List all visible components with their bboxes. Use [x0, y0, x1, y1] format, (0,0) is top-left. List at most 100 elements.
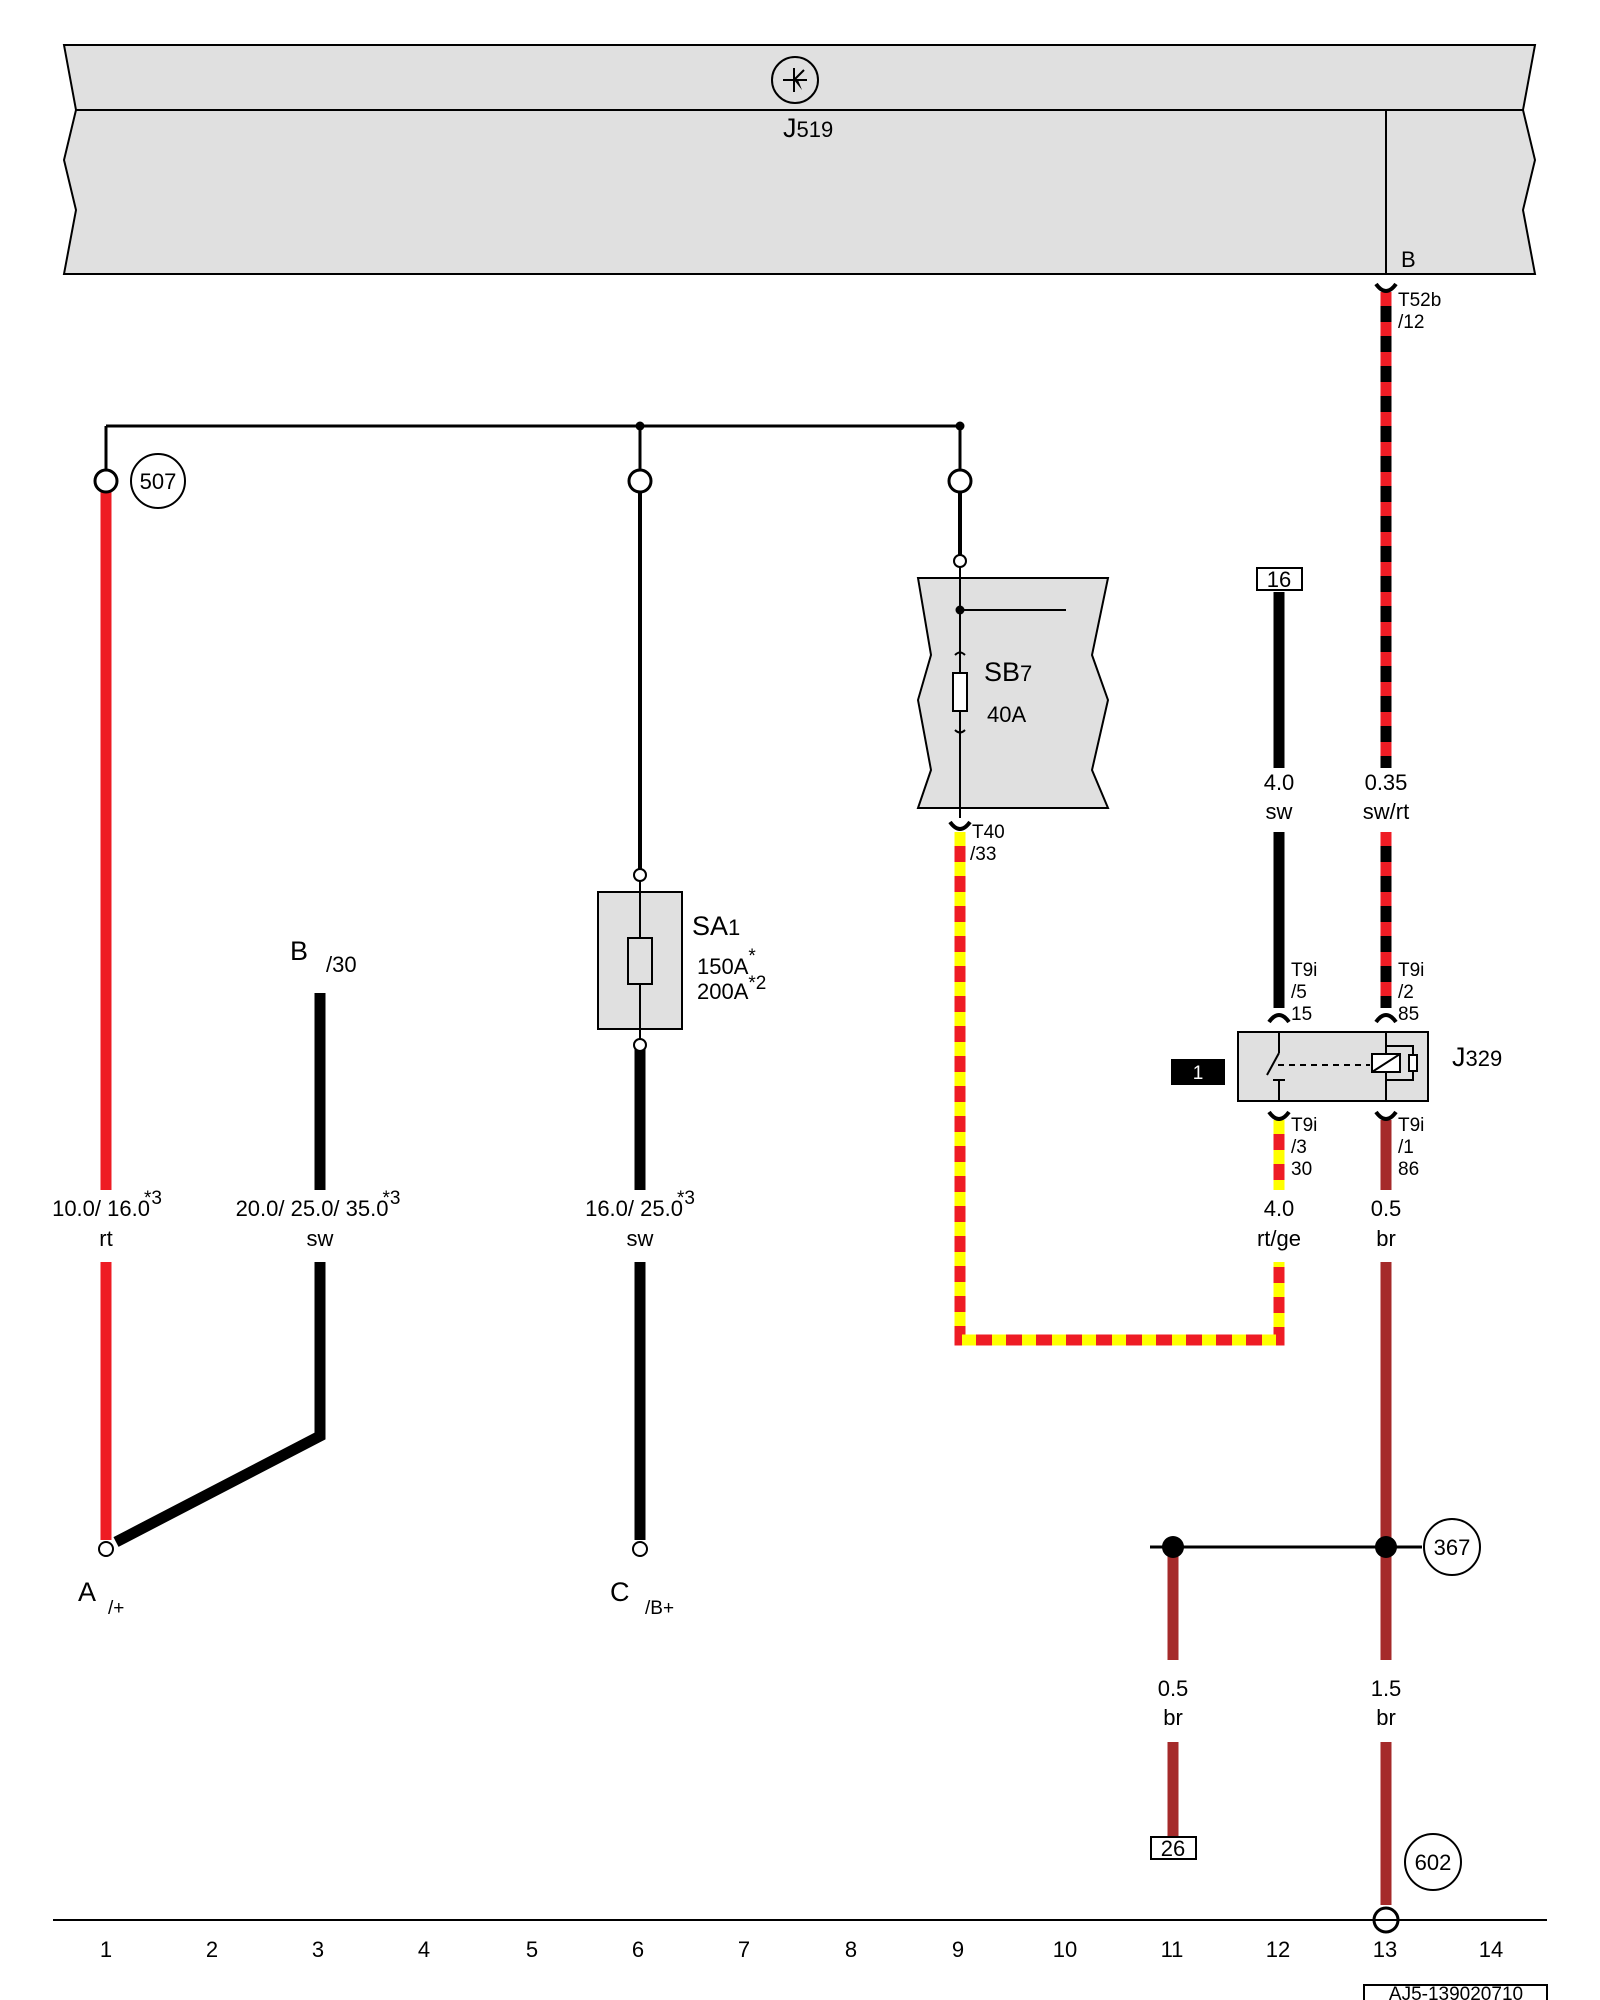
terminal-c-letter: C: [610, 1577, 630, 1607]
svg-text:16: 16: [1267, 567, 1291, 592]
t9i-86-label: T9i: [1398, 1115, 1424, 1136]
ruler-col-8: 8: [845, 1937, 857, 1962]
j329-letter: J: [1452, 1042, 1466, 1072]
sa1-letter: SA: [692, 911, 728, 941]
terminal-b-sub: /30: [326, 952, 357, 977]
ruler-col-6: 6: [632, 1937, 644, 1962]
sa1-rating2: 200A*2: [697, 973, 766, 1004]
wire-col13-bot-size: 1.5: [1371, 1676, 1402, 1701]
wire-col3-size: 20.0/ 25.0/ 35.0*3: [236, 1188, 401, 1221]
wire-col11-color: br: [1163, 1705, 1183, 1730]
wire-col13-top-color: sw/rt: [1363, 799, 1409, 824]
reference-markers: 507 367 602 16 26 1: [130, 453, 1481, 1891]
ref-circle-507: 507: [130, 453, 186, 509]
t9i-15-terminal: 15: [1291, 1004, 1312, 1025]
fuse-icon: [627, 937, 653, 985]
sb7-sub: 7: [1020, 661, 1032, 686]
connector-arc: [1267, 1013, 1291, 1024]
t52b-pin: /12: [1398, 312, 1424, 333]
t9i-30-label: T9i: [1291, 1115, 1317, 1136]
t9i-30-terminal: 30: [1291, 1159, 1312, 1180]
ref-box-16: 16: [1256, 567, 1303, 592]
sa1-fuse: SA1 150A* 200A*2: [597, 868, 766, 1052]
t9i-86-terminal: 86: [1398, 1159, 1419, 1180]
j329-label: J329: [1452, 1042, 1502, 1072]
wire-col13-bot-color: br: [1376, 1705, 1396, 1730]
wire-col12-top-size: 4.0: [1264, 770, 1295, 795]
wire-labels: 10.0/ 16.0*3 rt 20.0/ 25.0/ 35.0*3 sw 16…: [52, 770, 1409, 1730]
pin-connectors: [948, 282, 1398, 1121]
ruler-col-13: 13: [1373, 1937, 1397, 1962]
sa1-sub: 1: [728, 915, 740, 940]
junction-dot: [1375, 1536, 1397, 1558]
bus-terminals: [93, 468, 973, 494]
wire-col12-bot-color: rt/ge: [1257, 1226, 1301, 1251]
terminal-a-sub: /+: [108, 1598, 124, 1619]
document-id: AJ5-139020710: [1363, 1984, 1548, 2000]
t52b-label: T52b: [1398, 290, 1441, 311]
sa1-rating1: 150A*: [697, 946, 756, 979]
wire-col6-size: 16.0/ 25.0*3: [585, 1188, 695, 1221]
ruler-col-10: 10: [1053, 1937, 1077, 1962]
j519-control-module: J519 B: [62, 44, 1537, 275]
ruler-col-2: 2: [206, 1937, 218, 1962]
wire-col11-size: 0.5: [1158, 1676, 1189, 1701]
bus-terminal-col6: [627, 468, 653, 494]
wire-col11-brown: [1150, 1536, 1422, 1836]
electronic-module-icon: [771, 56, 819, 104]
wire-col12-bot-size: 4.0: [1264, 1196, 1295, 1221]
ruler-col-11: 11: [1161, 1937, 1184, 1962]
svg-text:602: 602: [1415, 1850, 1452, 1875]
terminal-points: A /+ B /30 C /B+: [78, 936, 1400, 1934]
j519-label: J519: [783, 113, 833, 143]
wire-col3-black: [113, 993, 326, 1547]
wire-col13-mid-color: br: [1376, 1226, 1396, 1251]
t40-pin: /33: [970, 844, 996, 865]
sb7-rating: 40A: [987, 702, 1026, 727]
wire-col1-color: rt: [99, 1226, 112, 1251]
ruler-col-3: 3: [312, 1937, 324, 1962]
svg-text:507: 507: [140, 469, 177, 494]
document-id-text: AJ5-139020710: [1389, 1984, 1523, 2000]
sb7-fuse-holder: SB7 40A: [916, 554, 1110, 818]
t9i-85-terminal: 85: [1398, 1004, 1419, 1025]
j519-sub: 519: [797, 117, 834, 142]
ruler-col-9: 9: [952, 1937, 964, 1962]
j329-relay: J329: [1237, 1031, 1502, 1102]
wire-col3-color: sw: [307, 1226, 334, 1251]
connector-labels: T52b /12 T40 /33 T9i /5 15 T9i /2 85 T9i…: [970, 290, 1441, 1180]
wire-col12-top-color: sw: [1266, 799, 1293, 824]
sb7-label: SB7: [984, 657, 1032, 687]
j519-letter: J: [783, 113, 797, 143]
bus-terminal-col9: [947, 468, 973, 494]
wire-col13-mid-size: 0.5: [1371, 1196, 1402, 1221]
column-ruler: 1 2 3 4 5 6 7 8 9 10 11 12 13 14: [53, 1919, 1547, 1962]
connector-arc: [1374, 282, 1398, 293]
wire-col1-size: 10.0/ 16.0*3: [52, 1188, 162, 1221]
bus-terminal-col1: [93, 468, 119, 494]
switch-contact-icon: [1266, 1052, 1280, 1076]
t9i-30-pin: /3: [1291, 1137, 1307, 1158]
t9i-85-label: T9i: [1398, 960, 1424, 981]
connector-arc: [1374, 1013, 1398, 1024]
wire-col13-top-size: 0.35: [1365, 770, 1408, 795]
sa1-label: SA1: [692, 911, 740, 941]
terminal-a-letter: A: [78, 1577, 96, 1607]
terminal-c-sub: /B+: [645, 1598, 674, 1619]
t9i-15-label: T9i: [1291, 960, 1317, 981]
terminal-c-point: [632, 1541, 648, 1557]
ruler-col-7: 7: [738, 1937, 750, 1962]
relay-coil-icon: [1371, 1032, 1418, 1101]
svg-text:1: 1: [1193, 1063, 1204, 1084]
svg-text:367: 367: [1434, 1535, 1471, 1560]
wire-col6-color: sw: [627, 1226, 654, 1251]
ruler-col-4: 4: [418, 1937, 430, 1962]
t40-label: T40: [972, 822, 1005, 843]
wires: [100, 292, 1422, 1905]
ref-circle-602: 602: [1404, 1833, 1462, 1891]
svg-text:26: 26: [1161, 1836, 1185, 1861]
j519-pin-b-label: B: [1401, 247, 1416, 272]
ruler-col-1: 1: [100, 1937, 112, 1962]
connector-arc: [1374, 1110, 1398, 1121]
